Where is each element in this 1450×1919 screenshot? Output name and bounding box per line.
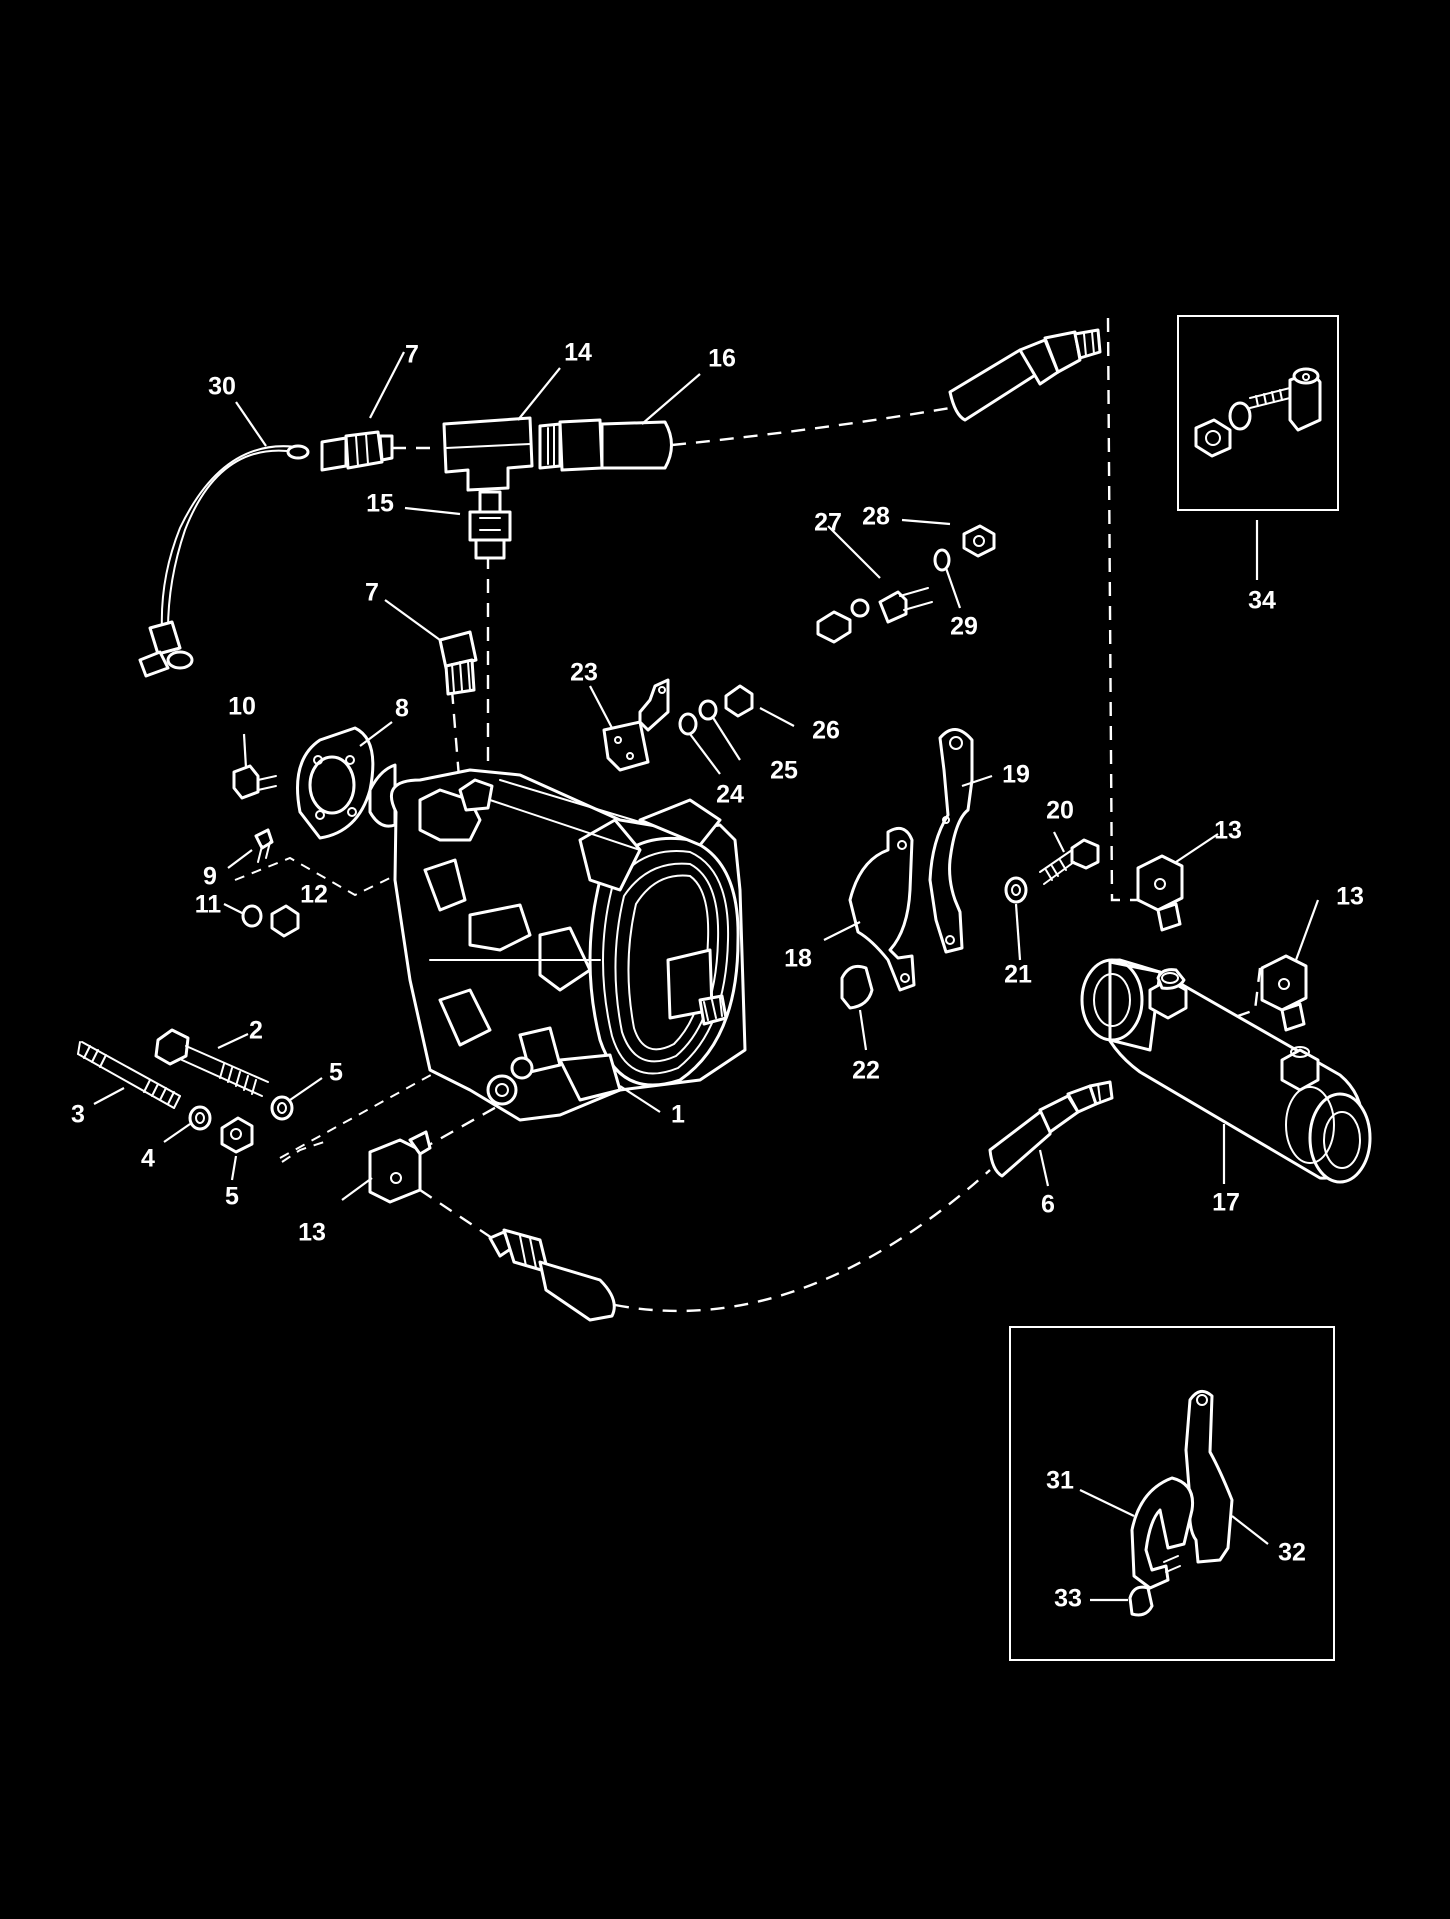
callout-31: 31	[1046, 1467, 1074, 1495]
hose-end-upper-right	[948, 328, 1102, 422]
output-flange-8	[296, 726, 397, 840]
callout-25: 25	[770, 757, 798, 785]
nut-5-lower	[220, 1116, 254, 1154]
callout-21: 21	[1004, 961, 1032, 989]
callout-1: 1	[671, 1101, 685, 1129]
callout-20: 20	[1046, 797, 1074, 825]
washer-nut-group-24-25-26	[678, 684, 754, 736]
route-9-12-group	[234, 856, 391, 897]
washer-nut-11-12	[241, 904, 300, 938]
callout-12: 12	[300, 881, 328, 909]
bolt-10	[232, 764, 277, 800]
route-right-vertical	[1106, 317, 1138, 902]
callout-11: 11	[195, 891, 222, 919]
callout-29: 29	[950, 613, 978, 641]
callout-7-lower: 7	[365, 579, 379, 607]
hose-fitting-6	[988, 1080, 1114, 1178]
heat-exchanger-17	[1080, 958, 1372, 1184]
callout-22: 22	[852, 1057, 880, 1085]
stud-nut-group-27-28-29	[816, 524, 996, 644]
bolt-20	[1039, 838, 1100, 885]
callout-5-upper: 5	[329, 1059, 343, 1087]
washer-21	[1004, 876, 1028, 904]
callout-27: 27	[814, 509, 842, 537]
callout-labels: 30 7 14 16 15 7 27 28 29 34 23 26 25 24 …	[71, 339, 1364, 1613]
hose-end-lower	[488, 1228, 616, 1322]
elbow-fitting-13-upper	[1136, 854, 1184, 932]
callout-32: 32	[1278, 1539, 1306, 1567]
detail-box-31-32-33	[1009, 1326, 1335, 1661]
detail-box-34	[1177, 315, 1339, 511]
temperature-sender-7-lower	[438, 630, 478, 696]
callout-3: 3	[71, 1101, 85, 1129]
callout-13-middle: 13	[1336, 883, 1364, 911]
leader-lines	[93, 351, 1320, 1602]
callout-10: 10	[228, 693, 256, 721]
callout-9: 9	[203, 863, 217, 891]
route-13c-down-to-hose	[419, 1189, 496, 1241]
callout-28: 28	[862, 503, 890, 531]
route-5-group	[281, 1139, 331, 1163]
callout-34: 34	[1248, 587, 1276, 615]
callout-26: 26	[812, 717, 840, 745]
temperature-sender-7-upper	[320, 430, 394, 472]
clamp-19	[928, 728, 974, 954]
callout-33: 33	[1054, 1585, 1082, 1613]
callout-5-lower: 5	[225, 1183, 239, 1211]
clamp-18	[848, 826, 916, 992]
bracket-23	[602, 678, 670, 772]
washer-4	[188, 1105, 212, 1131]
cap-nut-22	[840, 964, 874, 1010]
route-13c-to-transmission	[419, 1103, 501, 1152]
callout-19: 19	[1002, 761, 1030, 789]
transmission-assembly-1	[390, 768, 747, 1122]
washer-5-upper	[270, 1095, 294, 1121]
elbow-fitting-13-middle	[1260, 954, 1308, 1032]
callout-4: 4	[141, 1145, 155, 1173]
sensor-lead-wire-30	[138, 444, 310, 678]
route-13b-to-cooler	[1231, 967, 1262, 1020]
callout-18: 18	[784, 945, 812, 973]
callout-7-upper: 7	[405, 341, 419, 369]
callout-17: 17	[1212, 1189, 1240, 1217]
route-5-to-transmission	[279, 1069, 441, 1159]
tee-fitting-14	[442, 416, 534, 492]
route-16-to-hose	[671, 406, 951, 447]
callout-16: 16	[708, 345, 736, 373]
callout-24: 24	[716, 781, 744, 809]
callout-14: 14	[564, 339, 592, 367]
callout-13-upper: 13	[1214, 817, 1242, 845]
long-bolt-2	[154, 1028, 269, 1097]
callout-15: 15	[366, 490, 394, 518]
callout-23: 23	[570, 659, 598, 687]
callout-30: 30	[208, 373, 236, 401]
callout-13-lower: 13	[298, 1219, 326, 1247]
callout-2: 2	[249, 1017, 263, 1045]
small-bolt-9	[254, 828, 274, 863]
callout-8: 8	[395, 695, 409, 723]
callout-6: 6	[1041, 1191, 1055, 1219]
hose-fitting-16	[538, 418, 673, 472]
pipe-nipple-15	[468, 490, 512, 560]
route-lower-hose	[614, 1169, 991, 1313]
stud-3	[77, 1041, 181, 1109]
elbow-fitting-13-lower	[368, 1130, 432, 1204]
